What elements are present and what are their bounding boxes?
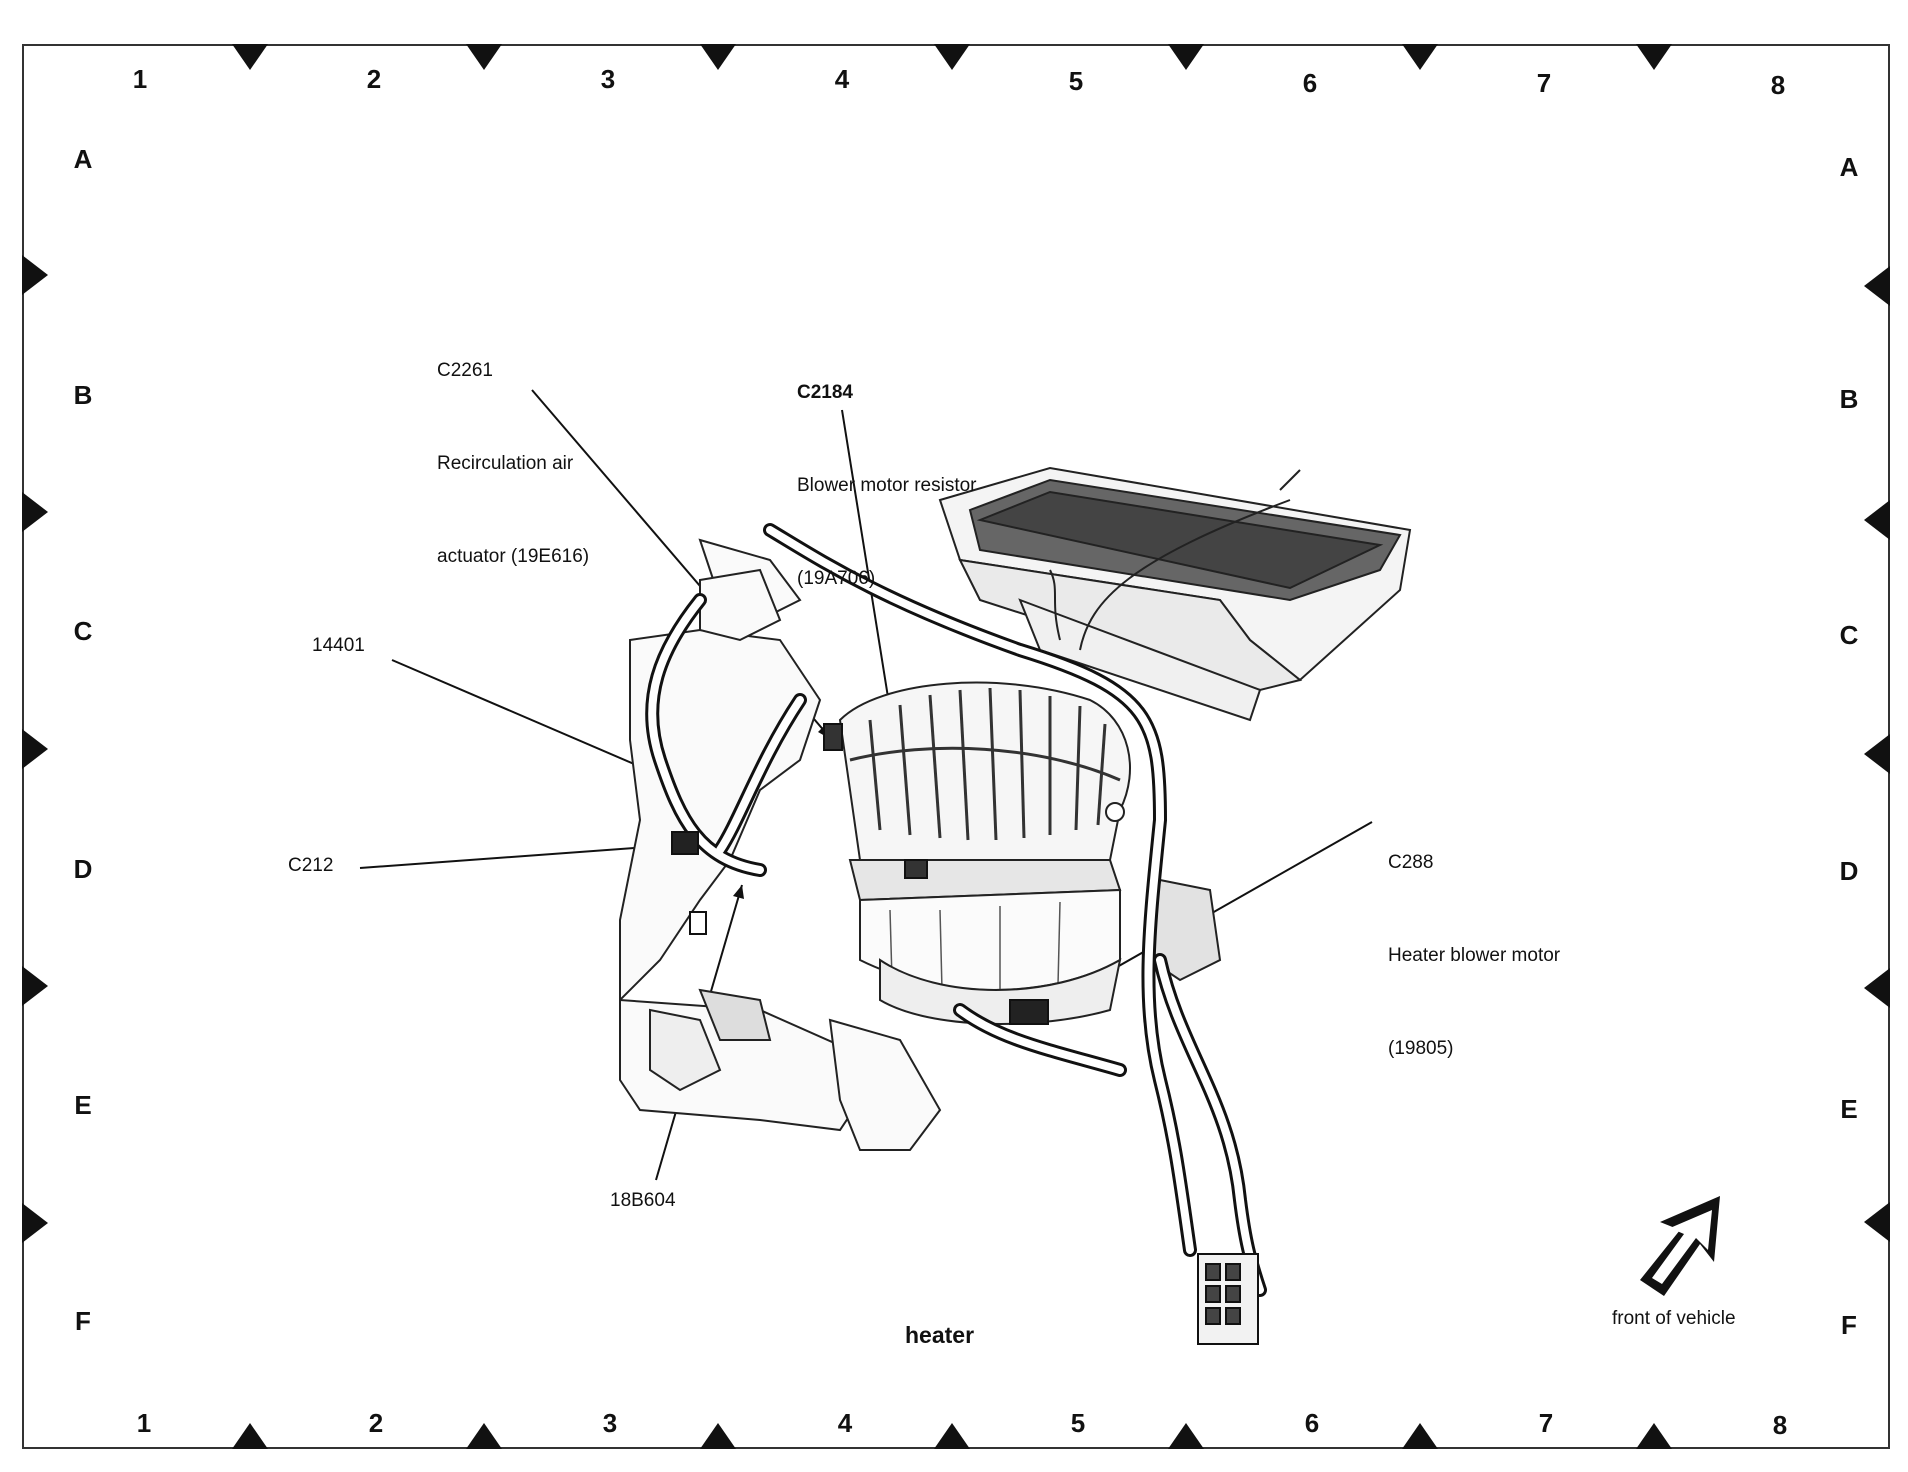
grid-col-top-3: 3: [600, 64, 616, 94]
callout-c288-line2: (19805): [1388, 1038, 1454, 1059]
callout-c2261: C2261 Recirculation air actuator (19E616…: [437, 293, 589, 603]
grid-row-left-e: E: [74, 1090, 92, 1120]
grid-col-bottom-2: 2: [368, 1408, 384, 1438]
grid-col-bottom-7: 7: [1538, 1408, 1554, 1438]
grid-col-top-4: 4: [834, 64, 850, 94]
callout-14401: 14401: [312, 635, 365, 656]
leader-14401: [391, 659, 649, 771]
grid-col-bottom-5: 5: [1070, 1408, 1086, 1438]
callout-c212: C212: [288, 855, 334, 876]
callout-c288-code: C288: [1388, 852, 1434, 873]
grid-col-top-2: 2: [366, 64, 382, 94]
leader-c212: [359, 845, 663, 869]
grid-row-left-c: C: [73, 616, 93, 646]
grid-col-bottom-8: 8: [1772, 1410, 1788, 1440]
grid-row-right-d: D: [1839, 856, 1859, 886]
callout-18b604: 18B604: [610, 1190, 676, 1211]
callout-c2184: C2184 Blower motor resistor (19A706): [797, 315, 977, 625]
grid-col-top-5: 5: [1068, 66, 1084, 96]
grid-row-right-c: C: [1839, 620, 1859, 650]
front-of-vehicle-label: front of vehicle: [1612, 1308, 1736, 1329]
grid-row-right-a: A: [1839, 152, 1859, 182]
connectors: [671, 723, 1259, 1345]
front-of-vehicle-arrow-icon: [1640, 1196, 1720, 1296]
grid-row-left-a: A: [73, 144, 93, 174]
grid-markers: [22, 44, 1890, 1449]
callout-c2184-line2: (19A706): [797, 568, 876, 589]
callout-c2261-code: C2261: [437, 360, 493, 381]
callout-c288: C288 Heater blower motor (19805): [1388, 785, 1560, 1095]
grid-col-bottom-4: 4: [837, 1408, 853, 1438]
blower-motor: [838, 681, 1222, 1025]
grid-col-top-6: 6: [1302, 68, 1318, 98]
grid-col-top-1: 1: [132, 64, 148, 94]
connector-c2261: [823, 723, 843, 751]
callout-c2184-code: C2184: [797, 382, 853, 403]
grid-row-right-e: E: [1840, 1094, 1858, 1124]
harness-thin-wires: [1049, 469, 1301, 651]
grid-col-bottom-6: 6: [1304, 1408, 1320, 1438]
heater-case: [619, 538, 942, 1151]
callout-c288-line1: Heater blower motor: [1388, 945, 1561, 966]
grid-col-bottom-3: 3: [602, 1408, 618, 1438]
grid-col-bottom-1: 1: [136, 1408, 152, 1438]
callout-c2184-line1: Blower motor resistor: [797, 475, 977, 496]
connector-c2184: [904, 859, 928, 879]
grid-col-top-7: 7: [1536, 68, 1552, 98]
grid-row-right-b: B: [1839, 384, 1859, 414]
connector-c288: [1009, 999, 1049, 1025]
grid-row-left-f: F: [75, 1306, 91, 1336]
callout-c2261-line1: Recirculation air: [437, 453, 574, 474]
connector-c212: [671, 831, 699, 855]
grid-col-top-8: 8: [1770, 70, 1786, 100]
filter-housing: [938, 466, 1412, 722]
grid-row-right-f: F: [1841, 1310, 1857, 1340]
callout-c2261-line2: actuator (19E616): [437, 546, 590, 567]
grid-row-left-d: D: [73, 854, 93, 884]
grid-row-left-b: B: [73, 380, 93, 410]
diagram-caption: heater: [905, 1322, 975, 1348]
